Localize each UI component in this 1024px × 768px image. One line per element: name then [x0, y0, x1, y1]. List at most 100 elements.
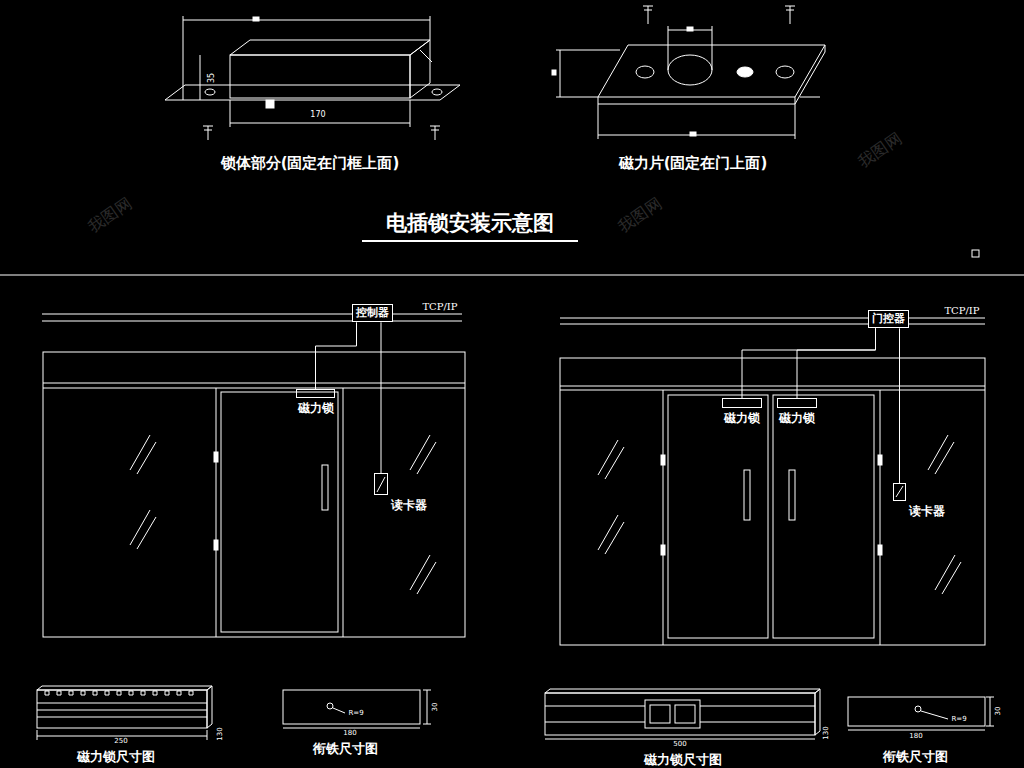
line-art — [42, 314, 462, 315]
line-art — [645, 700, 700, 728]
line-art — [690, 132, 696, 136]
line-art — [556, 97, 598, 98]
line-art — [545, 689, 820, 693]
line-art — [205, 89, 215, 95]
line-art — [744, 470, 750, 520]
line-art — [42, 321, 462, 322]
caption: 锁体部分(固定在门框上面) — [221, 155, 400, 172]
line-art — [556, 50, 620, 51]
dimension-text: 30 — [432, 703, 440, 712]
line-art — [990, 697, 991, 726]
line-art — [737, 67, 753, 77]
line-art — [423, 690, 431, 691]
line-art — [230, 40, 430, 55]
card-reader: 读卡器 — [374, 473, 388, 495]
line-art — [130, 510, 156, 549]
line-art — [712, 26, 713, 70]
line-art — [343, 388, 344, 637]
line-art — [928, 435, 954, 474]
dimension-text: R=9 — [951, 716, 966, 724]
line-art — [545, 739, 815, 740]
line-art — [203, 126, 213, 140]
node-label: 门控器 — [872, 313, 905, 326]
line-art — [675, 705, 695, 723]
watermark: 我图网 — [855, 129, 904, 171]
network-label: TCP/IP — [944, 305, 979, 316]
watermark: 我图网 — [615, 194, 664, 236]
line-art — [560, 386, 985, 387]
line-art — [598, 440, 624, 479]
line-art — [545, 706, 645, 707]
line-art — [37, 736, 207, 737]
line-art — [800, 97, 820, 98]
line-art — [410, 100, 411, 127]
line-art — [560, 318, 985, 645]
line-art — [43, 388, 465, 389]
line-art — [362, 240, 578, 242]
line-art — [880, 390, 881, 645]
dimension-text: 180 — [343, 730, 356, 738]
line-art — [37, 686, 431, 740]
line-art — [921, 711, 948, 719]
line-art — [37, 730, 38, 740]
line-art — [200, 55, 201, 100]
line-art — [207, 686, 212, 728]
line-art — [230, 100, 231, 127]
dimension-text: 130 — [823, 726, 831, 739]
line-art — [322, 465, 328, 510]
caption: 磁力锁尺寸图 — [644, 753, 722, 767]
node-label: 磁力锁 — [724, 412, 760, 426]
line-art — [214, 452, 218, 462]
line-art — [650, 705, 670, 723]
line-art — [283, 728, 420, 729]
line-art — [333, 708, 345, 713]
line-art — [776, 66, 794, 78]
signal-wire — [742, 328, 876, 398]
signal-wire — [797, 328, 876, 398]
line-art — [410, 40, 430, 98]
line-art — [878, 545, 882, 555]
line-art — [986, 697, 994, 698]
network-label: TCP/IP — [422, 301, 457, 312]
line-art — [37, 690, 207, 728]
line-art — [848, 697, 985, 726]
line-art — [221, 392, 338, 632]
dimension-text: 35 — [208, 73, 217, 83]
node-label: 磁力锁 — [779, 412, 815, 426]
line-art — [643, 6, 653, 24]
signal-wire — [899, 328, 900, 483]
line-art — [427, 690, 428, 724]
line-art — [207, 730, 208, 740]
line-art — [552, 6, 825, 139]
line-art — [230, 55, 410, 98]
line-art — [0, 275, 1024, 276]
line-art — [668, 26, 669, 70]
controller-box: 门控器 — [868, 310, 909, 329]
line-art — [896, 486, 903, 497]
magnetic-lock: 磁力锁 — [296, 389, 335, 398]
line-art — [545, 689, 994, 739]
signal-wire — [316, 322, 357, 389]
node-label: 读卡器 — [909, 505, 945, 519]
line-art — [410, 435, 436, 474]
drawing-title: 电插锁安装示意图 — [386, 212, 554, 235]
line-art — [423, 724, 431, 725]
signal-wire — [381, 322, 382, 473]
line-art — [668, 395, 768, 638]
line-art — [45, 691, 193, 695]
line-art — [37, 703, 207, 704]
line-art — [598, 515, 624, 554]
line-art — [785, 6, 795, 24]
line-art — [214, 540, 218, 550]
line-art — [560, 50, 561, 97]
line-art — [37, 686, 212, 690]
watermark: 我图网 — [85, 194, 134, 236]
line-art — [42, 314, 465, 637]
line-art — [266, 100, 274, 108]
line-art — [130, 435, 156, 474]
line-art — [986, 726, 994, 727]
line-art — [420, 50, 432, 62]
line-art — [183, 16, 184, 100]
